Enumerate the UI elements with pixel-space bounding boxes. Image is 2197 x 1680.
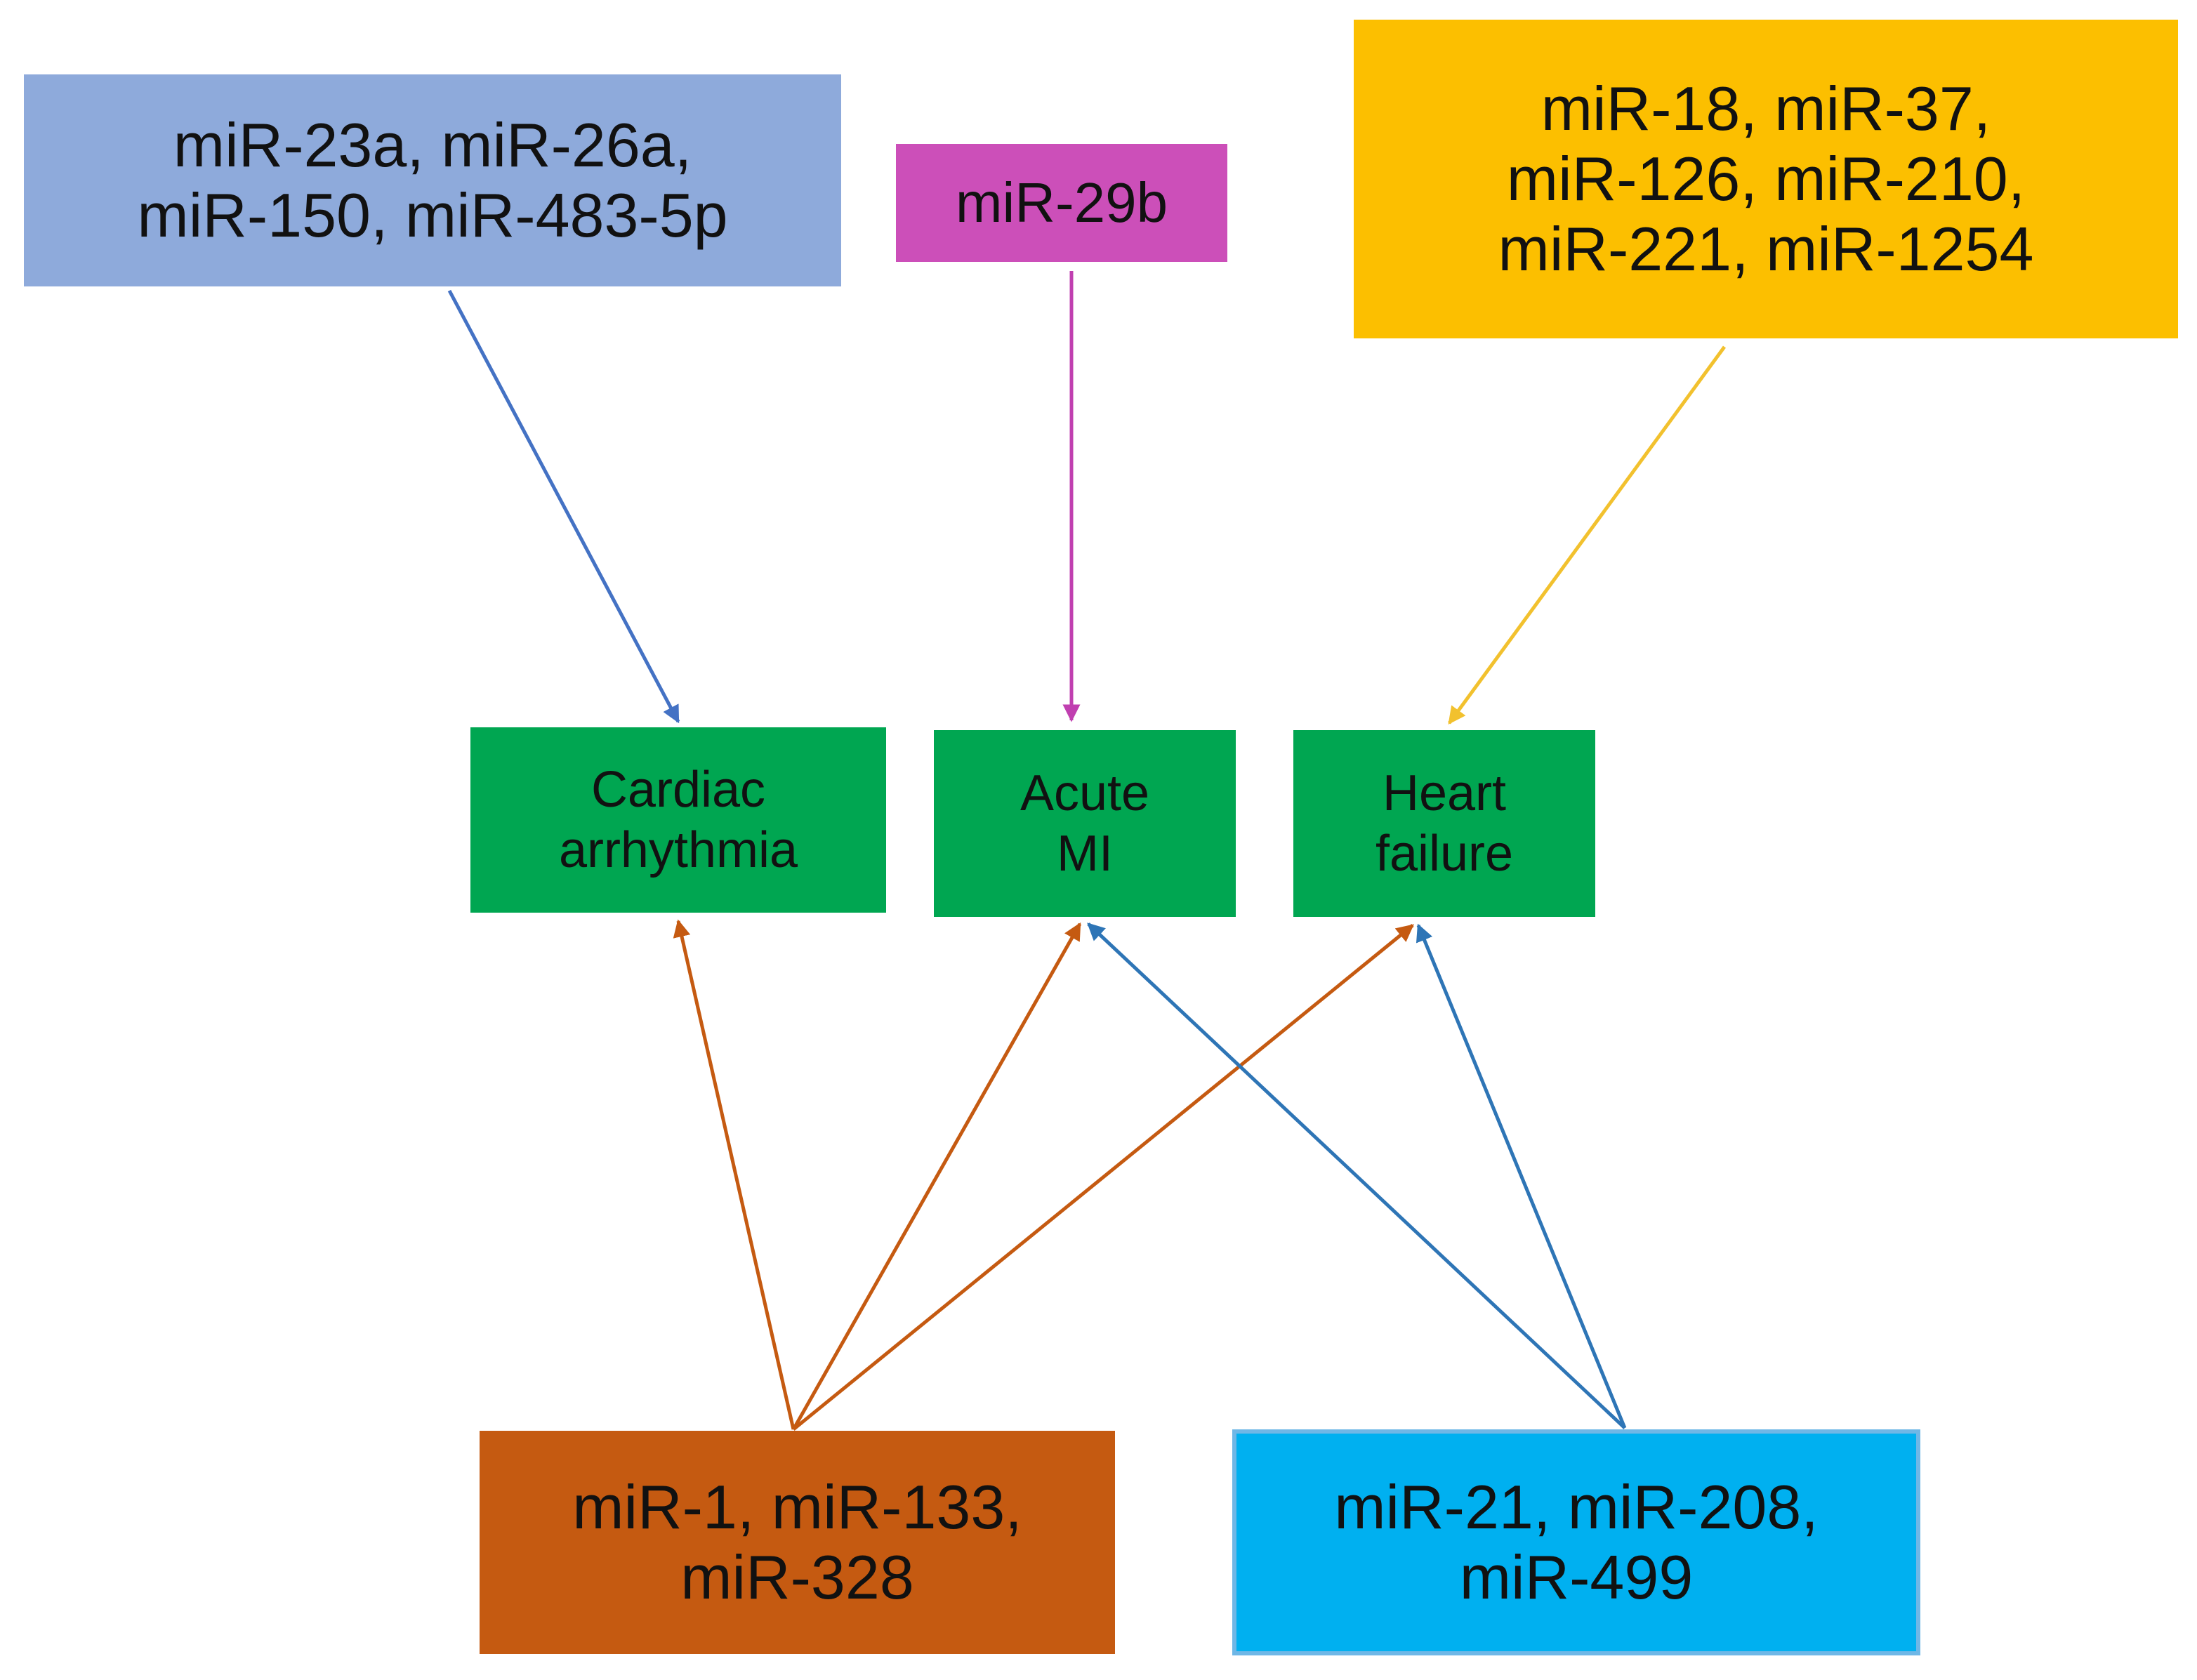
edge-blue-to-arrhythmia: [447, 289, 680, 724]
edge-orange-to-arrhythmia: [673, 919, 796, 1430]
mirna-group-orange-node: miR-1, miR-133, miR-328: [480, 1431, 1115, 1654]
mirna-group-yellow-node: miR-18, miR-37, miR-126, miR-210, miR-22…: [1354, 20, 2178, 338]
mirna-group-blue-node: miR-23a, miR-26a, miR-150, miR-483-5p: [24, 74, 841, 286]
edge-orange-to-heart-failure: [792, 924, 1414, 1431]
edge-cyan-to-heart-failure: [1416, 923, 1627, 1429]
acute-mi-node: Acute MI: [934, 730, 1236, 917]
edge-orange-to-acute-mi: [791, 922, 1082, 1431]
cardiac-arrhythmia-node: Cardiac arrhythmia: [470, 727, 886, 913]
mirna-29b-node: miR-29b: [896, 144, 1227, 262]
edge-yellow-to-heart-failure: [1447, 345, 1727, 725]
edge-cyan-to-acute-mi: [1087, 922, 1626, 1429]
mirna-group-cyan-node: miR-21, miR-208, miR-499: [1232, 1429, 1920, 1655]
heart-failure-node: Heart failure: [1293, 730, 1595, 917]
